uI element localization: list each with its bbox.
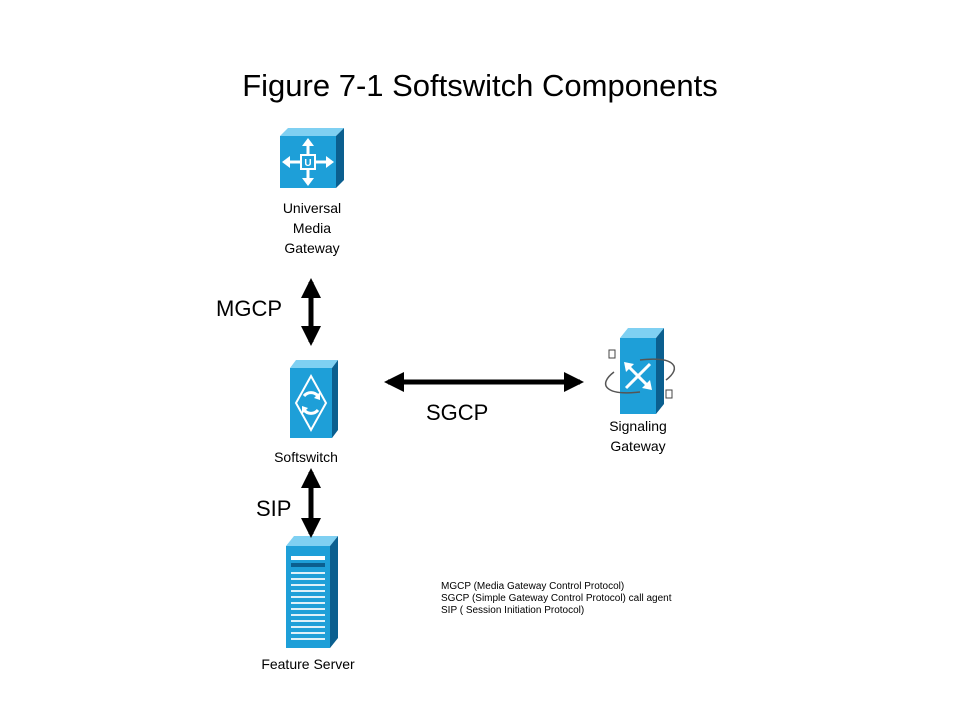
protocol-legend: MGCP (Media Gateway Control Protocol) SG… [441,581,691,617]
feature-server-icon [286,536,338,648]
legend-line: MGCP (Media Gateway Control Protocol) [441,581,625,592]
mgcp-label: MGCP [216,296,282,321]
label-line: Universal [282,200,342,216]
universal-media-gateway-icon: U [280,128,344,188]
softswitch-label: Softswitch [274,449,338,465]
signaling-gateway-icon [604,328,676,414]
universal-media-gateway-label: Universal Media Gateway [262,198,362,258]
page-title: Figure 7-1 Softswitch Components [242,68,718,103]
sip-label: SIP [256,496,292,521]
label-line: Media [292,220,332,236]
label-line: Signaling [609,418,667,434]
sgcp-label: SGCP [426,400,489,425]
label-line: Gateway [610,438,666,454]
svg-text:U: U [304,158,311,169]
label-line: Gateway [284,240,340,256]
signaling-gateway-label: Signaling Gateway [588,416,688,456]
legend-line: SGCP (Simple Gateway Control Protocol) c… [441,593,672,604]
legend-line: SIP ( Session Initiation Protocol) [441,605,585,616]
softswitch-icon [290,360,338,438]
feature-server-label: Feature Server [261,656,355,672]
